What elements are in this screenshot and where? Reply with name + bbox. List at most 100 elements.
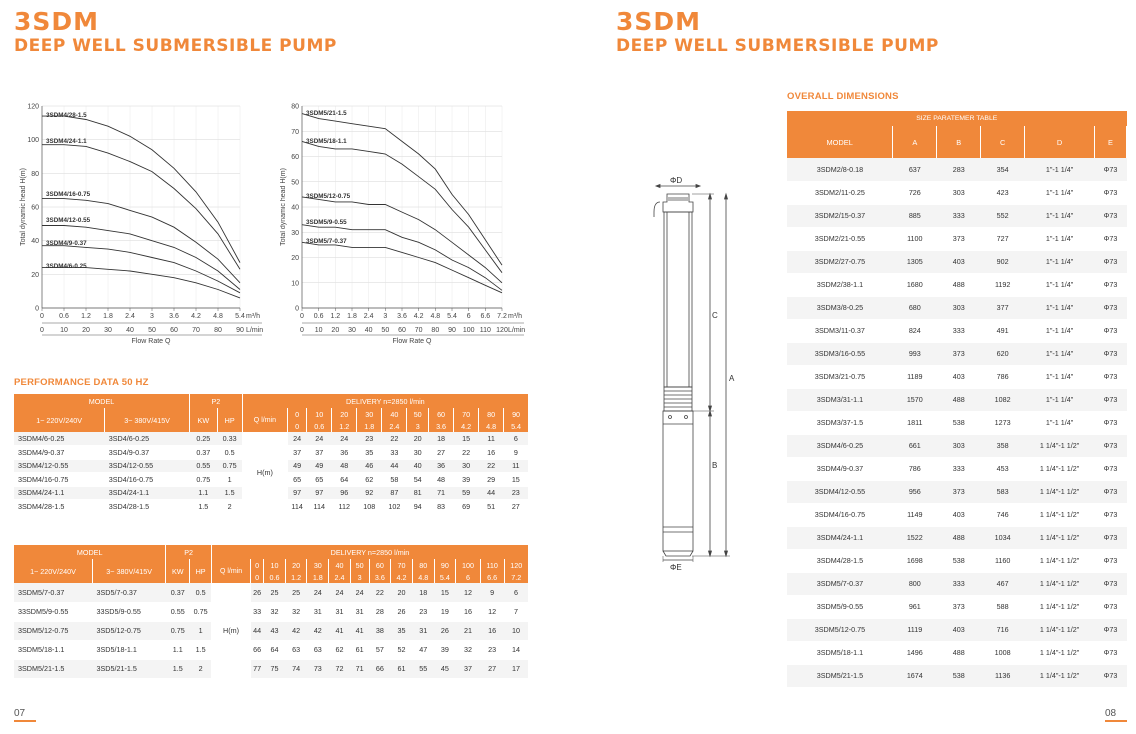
head-value: 42 [285,621,307,641]
x2-tick-label: 20 [82,327,90,334]
cell: 3SDM5/9-0.55 [787,595,893,619]
model-3ph: 3SD4/6-0.25 [104,432,190,446]
cell: 3SDM2/27-0.75 [787,250,893,274]
model-3ph: 3SD4/9-0.37 [104,445,190,460]
head-value: 72 [328,659,351,679]
m3h-header: 2.4 [328,571,351,583]
head-value: 35 [390,621,413,641]
head-value: 62 [328,640,351,660]
arrow-icon [695,183,702,189]
lmin-header: 90 [503,408,528,420]
cell: 403 [936,503,981,527]
head-value: 23 [412,602,435,622]
head-value: 64 [263,640,286,660]
head-value: 32 [263,602,286,622]
cell: Φ73 [1094,595,1127,619]
model-1ph: 3SDM4/6-0.25 [14,432,105,446]
head-value: 65 [306,472,332,487]
m3h-header: 7.2 [503,571,528,583]
q-header: Q l/min [241,408,288,432]
x-tick-label: 4.8 [213,313,223,320]
cable-guide [653,201,661,217]
cell: 1"-1 1/4" [1024,365,1095,389]
x-tick-label: 4.8 [430,313,440,320]
cell: Φ73 [1094,181,1127,205]
y-tick-label: 60 [291,154,299,161]
series-line [301,113,503,266]
head-value: 18 [428,432,454,446]
series-line [42,225,241,290]
m3h-header: 1.8 [306,571,329,583]
m3h-header: 0 [287,420,307,432]
cell: Φ73 [1094,250,1127,274]
head-value: 24 [287,432,307,446]
head-value: 61 [390,659,413,679]
head-value: 24 [350,583,370,603]
lmin-header: 120 [503,559,528,571]
head-value: 25 [263,583,286,603]
head-value: 59 [453,486,479,500]
cell: 956 [892,480,937,504]
cell: 403 [936,618,981,642]
p2-header: P2 [188,394,243,408]
cell: 1680 [892,273,937,297]
y-tick-label: 70 [291,129,299,136]
cell: 583 [980,480,1025,504]
cell: Φ73 [1094,526,1127,550]
cell: 358 [980,433,1025,458]
head-value: 22 [381,432,407,446]
x-tick-label: 3 [150,313,154,320]
head-value: 33 [381,445,407,460]
cell: 3SDM2/11-0.25 [787,181,893,205]
kw-header: KW [165,559,190,583]
kw-value: 1.1 [189,486,218,500]
head-value: 63 [306,640,329,660]
cell: 1273 [980,411,1025,435]
head-value: 83 [428,499,454,514]
cell: 453 [980,457,1025,481]
kw-value: 1.5 [165,659,190,679]
m3h-header: 5.4 [503,420,528,432]
model-1ph: 3SDM4/16-0.75 [14,472,105,487]
x-tick-label: 2.4 [125,313,135,320]
cell: 373 [936,342,981,366]
brand-title: 3SDM [616,7,702,36]
column-header: D [1024,126,1096,158]
m3h-header: 5.4 [433,571,456,583]
cell: 538 [936,549,981,573]
lmin-header: 20 [331,408,357,420]
head-value: 57 [369,640,391,660]
head-value: 38 [369,621,391,641]
series-line [42,198,241,284]
x2-tick-label: 30 [104,327,112,334]
series-line [42,245,241,294]
delivery-header: DELIVERY n=2850 l/min [241,394,528,408]
kw-value: 0.75 [189,472,218,487]
cell: 538 [936,664,981,688]
head-value: 32 [285,602,307,622]
lmin-header: 20 [284,559,307,571]
cell: Φ73 [1094,273,1127,297]
x2-tick-label: 90 [448,327,456,334]
head-value: 7 [504,602,528,622]
model-1ph: 3SDM5/12-0.75 [14,621,93,641]
cell: Φ73 [1094,480,1127,504]
lmin-header: 30 [356,408,382,420]
lmin-header: 50 [349,559,370,571]
head-value: 71 [350,659,370,679]
cell: 786 [980,365,1025,389]
y-axis-label: Total dynamic head H(m) [280,168,287,246]
model-1ph: 3SDM4/28-1.5 [14,499,105,514]
head-value: 77 [250,659,264,679]
cell: Φ73 [1094,204,1127,228]
q-header: Q l/min [210,559,251,583]
series-label: 3SDM4/24-1.1 [46,138,87,145]
series-label: 3SDM4/9-0.37 [46,240,87,247]
lmin-header: 30 [306,559,329,571]
cell: 3SDM2/15-0.37 [787,204,893,228]
